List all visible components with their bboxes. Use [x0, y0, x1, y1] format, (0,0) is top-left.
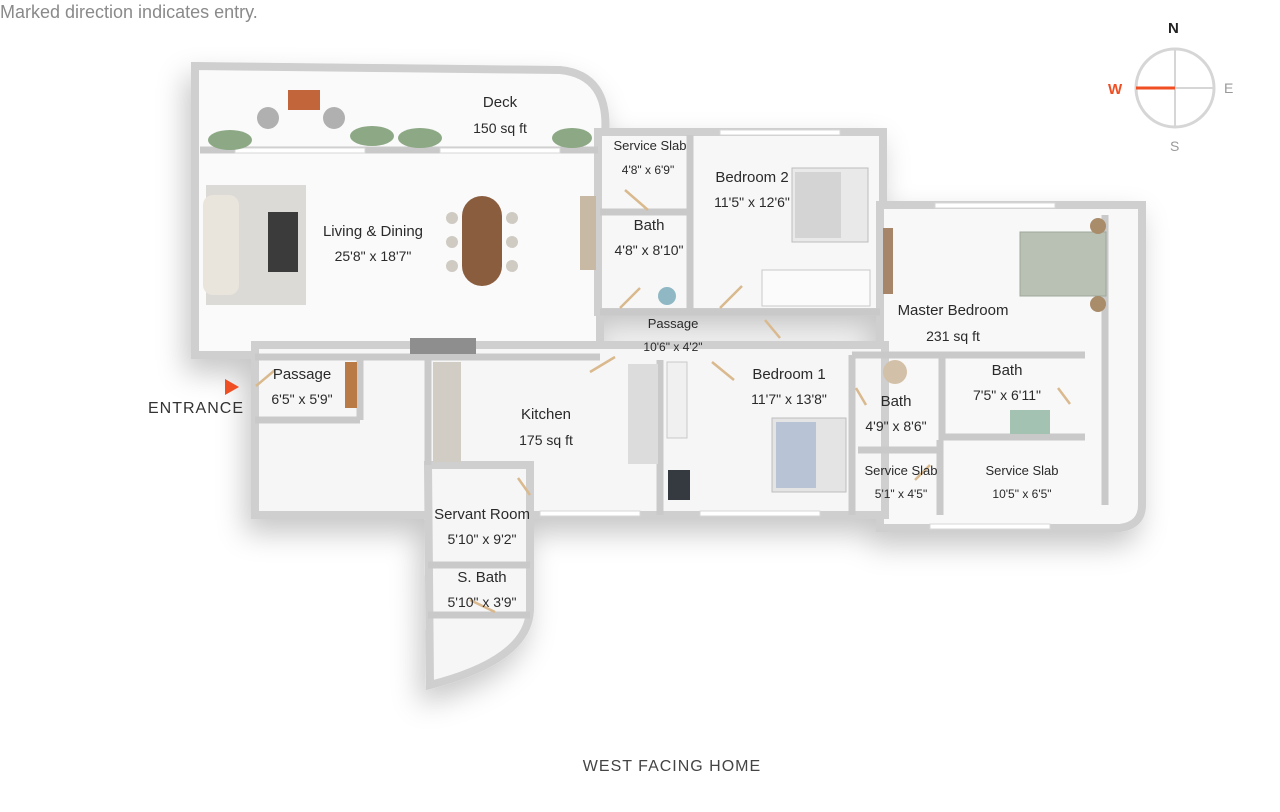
sofa-icon — [203, 195, 239, 295]
shelf-icon — [666, 361, 688, 439]
dining-table-icon — [462, 196, 502, 286]
compass-rose-icon — [1134, 47, 1216, 129]
tub-icon — [1010, 410, 1050, 434]
basin-icon — [883, 360, 907, 384]
bench-icon — [883, 228, 893, 294]
fridge-icon — [628, 364, 658, 464]
room-service-slab-a-name: Service Slab — [865, 463, 938, 478]
toilet-icon — [658, 287, 676, 305]
room-passage-mid-size: 10'6" x 4'2" — [643, 340, 702, 354]
room-bath-top-size: 4'8" x 8'10" — [615, 242, 684, 258]
room-bath-mid-size: 4'9" x 8'6" — [865, 418, 926, 434]
console-icon — [580, 196, 596, 270]
compass-north: N — [1168, 20, 1179, 37]
compass-south: S — [1170, 138, 1180, 154]
kitchen-counter-icon — [433, 362, 461, 462]
room-bedroom1-name: Bedroom 1 — [752, 366, 825, 383]
desk-icon — [668, 470, 690, 500]
room-passage-entry-name: Passage — [273, 366, 331, 383]
master-bed-icon — [1019, 231, 1107, 297]
room-service-slab-top-size: 4'8" x 6'9" — [622, 163, 674, 177]
room-bedroom2-name: Bedroom 2 — [715, 169, 788, 186]
room-kitchen-size: 175 sq ft — [519, 432, 573, 448]
room-s-bath-size: 5'10" x 3'9" — [448, 594, 517, 610]
room-bath-mid-name: Bath — [881, 393, 912, 410]
stone-slab-icon — [410, 338, 476, 354]
room-living-size: 25'8" x 18'7" — [335, 248, 412, 264]
room-passage-mid-name: Passage — [648, 316, 699, 331]
room-bedroom2-size: 11'5" x 12'6" — [714, 194, 790, 210]
windows — [234, 129, 1056, 530]
shoe-rack-icon — [345, 362, 357, 408]
room-deck-name: Deck — [483, 94, 518, 111]
coffee-table-icon — [268, 212, 298, 272]
room-bedroom1-size: 11'7" x 13'8" — [751, 391, 827, 407]
wardrobe-icon — [761, 269, 871, 307]
doors — [255, 189, 1071, 614]
room-deck-size: 150 sq ft — [473, 120, 527, 136]
room-passage-entry-size: 6'5" x 5'9" — [271, 391, 332, 407]
room-kitchen-name: Kitchen — [521, 406, 571, 423]
room-master-name: Master Bedroom — [898, 302, 1009, 319]
room-living-name: Living & Dining — [323, 223, 423, 240]
room-bath-master-name: Bath — [992, 362, 1023, 379]
room-service-slab-top-name: Service Slab — [614, 138, 687, 153]
compass: N W E S — [1100, 16, 1240, 166]
room-master-size: 231 sq ft — [926, 328, 980, 344]
room-labels: Deck 150 sq ft Service Slab 4'8" x 6'9" … — [271, 94, 1058, 610]
entry-note: Marked direction indicates entry. — [0, 2, 258, 22]
compass-east: E — [1224, 80, 1234, 96]
compass-west: W — [1108, 81, 1123, 98]
entrance-label: ENTRANCE — [148, 400, 245, 417]
furniture — [203, 90, 1107, 500]
room-bath-master-size: 7'5" x 6'11" — [973, 387, 1041, 403]
entrance-arrow-icon — [225, 379, 239, 395]
room-bath-top-name: Bath — [634, 217, 665, 234]
room-servant-size: 5'10" x 9'2" — [448, 531, 517, 547]
room-s-bath-name: S. Bath — [457, 569, 506, 586]
room-service-slab-b-name: Service Slab — [986, 463, 1059, 478]
plan-footer: WEST FACING HOME — [582, 758, 762, 775]
room-servant-name: Servant Room — [434, 506, 530, 523]
room-service-slab-b-size: 10'5" x 6'5" — [992, 487, 1051, 501]
room-service-slab-a-size: 5'1" x 4'5" — [875, 487, 927, 501]
